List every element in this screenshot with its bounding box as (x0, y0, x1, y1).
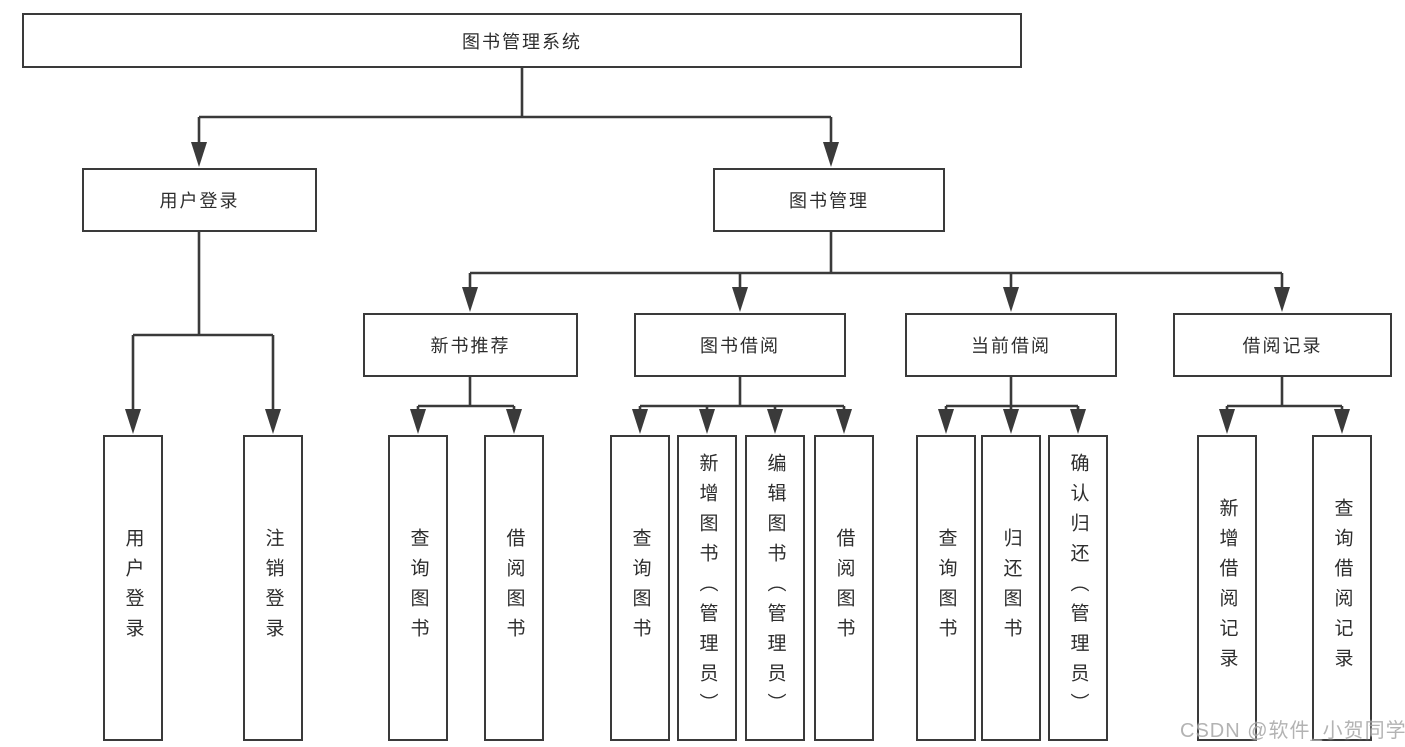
node-label: 确认归还（管理员） (1067, 453, 1089, 723)
leaf-query-books-borrow: 查询图书 (610, 435, 670, 741)
leaf-query-books-current: 查询图书 (916, 435, 976, 741)
leaf-user-login: 用户登录 (103, 435, 163, 741)
node-label: 新增图书（管理员） (696, 453, 718, 723)
connector-book-management-group (468, 232, 1284, 299)
leaf-borrow-books: 借阅图书 (814, 435, 874, 741)
node-label: 图书借阅 (700, 336, 780, 356)
leaf-add-books-admin: 新增图书（管理员） (677, 435, 737, 741)
watermark-text: CSDN @软件_小贺同学 (1180, 720, 1405, 742)
node-label: 查询图书 (629, 528, 651, 648)
node-label: 查询图书 (407, 528, 429, 648)
node-label: 用户登录 (159, 191, 240, 211)
node-label: 编辑图书（管理员） (764, 453, 786, 723)
connector-current-borrow-group (944, 377, 1080, 421)
node-label: 借阅图书 (833, 528, 855, 648)
connector-borrow-record-group (1225, 377, 1344, 421)
connector-user-login-group (131, 232, 275, 421)
leaf-return-books: 归还图书 (981, 435, 1041, 741)
node-label: 查询图书 (935, 528, 957, 648)
node-borrowing-records: 借阅记录 (1173, 313, 1392, 377)
node-label: 归还图书 (1000, 528, 1022, 648)
leaf-borrow-books-recommend: 借阅图书 (484, 435, 544, 741)
node-label: 图书管理 (789, 191, 869, 211)
node-book-management: 图书管理 (713, 168, 945, 232)
node-current-borrowing: 当前借阅 (905, 313, 1117, 377)
node-label: 借阅图书 (503, 528, 525, 648)
node-book-borrowing: 图书借阅 (634, 313, 846, 377)
node-label: 新增借阅记录 (1216, 498, 1238, 678)
node-label: 查询借阅记录 (1331, 498, 1353, 678)
node-label: 图书管理系统 (462, 31, 582, 52)
node-user-login: 用户登录 (82, 168, 317, 232)
node-library-management-system: 图书管理系统 (22, 13, 1022, 68)
connector-book-borrow-group (638, 377, 846, 421)
node-label: 用户登录 (122, 528, 144, 648)
node-label: 借阅记录 (1242, 336, 1323, 356)
leaf-confirm-return-admin: 确认归还（管理员） (1048, 435, 1108, 741)
leaf-logout: 注销登录 (243, 435, 303, 741)
connector-root-to-level2 (197, 68, 833, 152)
node-new-book-recommendation: 新书推荐 (363, 313, 578, 377)
node-label: 当前借阅 (971, 336, 1051, 356)
leaf-edit-books-admin: 编辑图书（管理员） (745, 435, 805, 741)
connector-new-book-group (416, 377, 516, 421)
node-label: 新书推荐 (430, 336, 511, 356)
leaf-query-books-recommend: 查询图书 (388, 435, 448, 741)
node-label: 注销登录 (262, 528, 284, 648)
leaf-query-borrow-record: 查询借阅记录 (1312, 435, 1372, 741)
leaf-add-borrow-record: 新增借阅记录 (1197, 435, 1257, 741)
